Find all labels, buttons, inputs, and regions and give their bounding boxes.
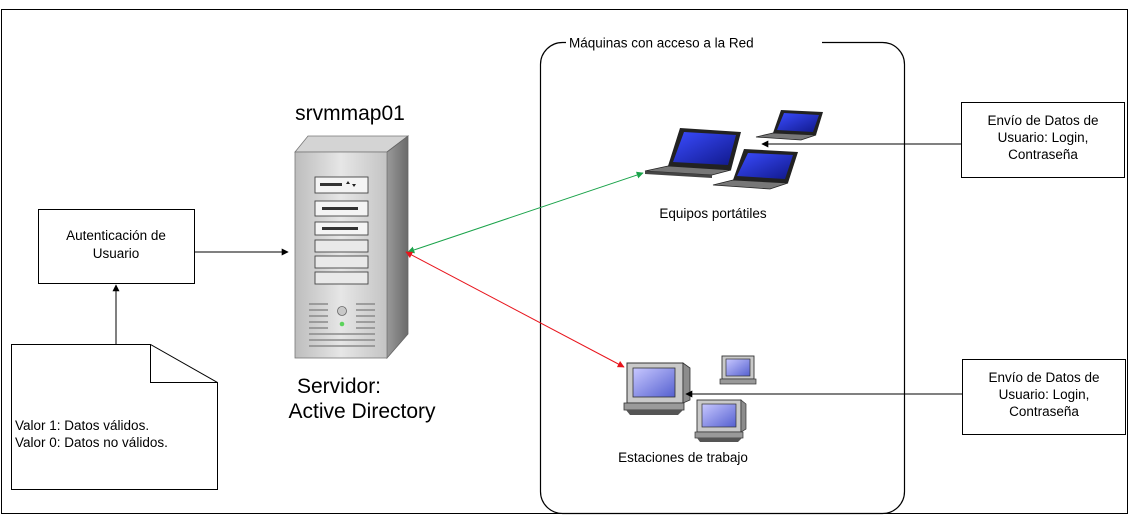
send-bottom-line3: Contraseña <box>1009 404 1079 419</box>
send-data-box-top: Envío de Datos de Usuario: Login, Contra… <box>961 102 1125 178</box>
server-caption-line1: Servidor: <box>297 375 381 398</box>
auth-box: Autenticación de Usuario <box>38 209 195 284</box>
workstations-link-arrow <box>405 251 625 368</box>
laptops-link-arrow <box>407 171 644 254</box>
desktop-computer-icon <box>694 399 747 442</box>
desktop-computer-icon <box>719 355 757 385</box>
server-hostname: srvmmap01 <box>295 102 405 125</box>
send-top-line3: Contraseña <box>1008 147 1078 162</box>
result-note: Valor 1: Datos válidos. Valor 0: Datos n… <box>11 344 218 490</box>
send-top-line2: Usuario: Login, <box>998 130 1089 145</box>
workstations-label: Estaciones de trabajo <box>618 450 748 465</box>
server-caption-line2: Active Directory <box>288 400 436 423</box>
send-top-line1: Envío de Datos de <box>987 113 1098 128</box>
note-line2: Valor 0: Datos no válidos. <box>15 435 168 450</box>
laptops-label: Equipos portátiles <box>659 206 767 221</box>
auth-box-line2: Usuario <box>93 246 140 261</box>
laptop-icon <box>755 110 823 141</box>
auth-box-line1: Autenticación de <box>66 228 166 243</box>
send-bottom-line2: Usuario: Login, <box>999 387 1090 402</box>
note-line1: Valor 1: Datos válidos. <box>15 418 149 433</box>
network-group-title-bg <box>566 35 822 51</box>
send-data-box-bottom: Envío de Datos de Usuario: Login, Contra… <box>962 359 1126 435</box>
network-group-box <box>539 41 906 515</box>
laptop-icon <box>644 128 741 178</box>
server-tower-icon <box>294 135 410 360</box>
network-group-title: Máquinas con acceso a la Red <box>569 36 754 51</box>
desktop-computer-icon <box>623 362 691 415</box>
send-bottom-line1: Envío de Datos de <box>988 370 1099 385</box>
workstations-group: Estaciones de trabajo <box>618 355 757 465</box>
laptops-group: Equipos portátiles <box>644 110 823 221</box>
laptop-icon <box>712 149 798 190</box>
